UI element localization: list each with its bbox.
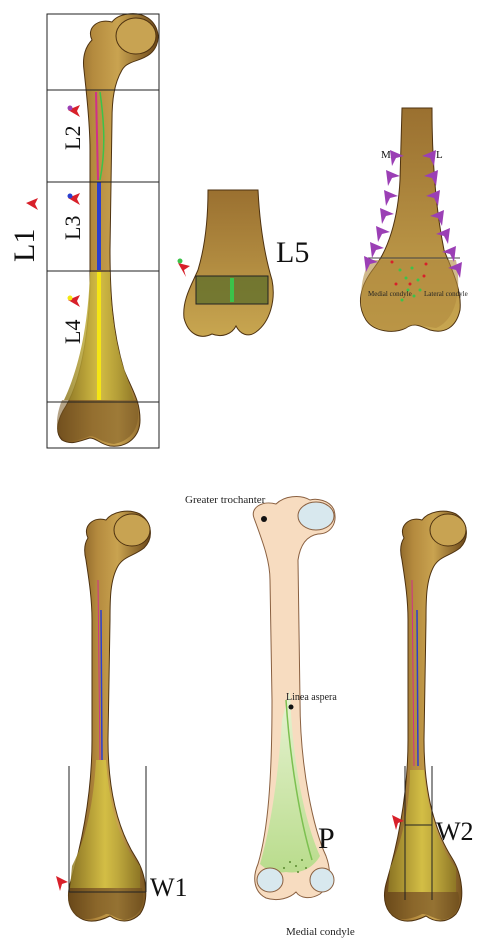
panel-femur-w1: W1: [56, 511, 188, 921]
purple-arrow-icon: [386, 170, 400, 186]
label-medial-condyle: Medial condyle: [286, 926, 355, 938]
label-l5: L5: [276, 236, 309, 269]
condyles-a: [57, 400, 138, 444]
red-arrow-icon: [178, 263, 190, 277]
femoral-head-w1: [114, 514, 150, 546]
yellow-region-w1: [70, 760, 140, 888]
label-lateral-marker: L: [436, 149, 443, 161]
diagram-lateral-condyle-surface: [310, 868, 334, 892]
red-arrow-icon: [26, 198, 38, 210]
panel-femur-w2: W2: [384, 511, 473, 921]
panel-distal-femur-arrows: Medial condyle Lateral condyle M L: [360, 108, 467, 331]
diagram-green-region: [260, 690, 320, 873]
greater-trochanter-dot: [261, 516, 267, 522]
label-w2: W2: [436, 817, 474, 846]
diagram-femoral-head: [298, 502, 334, 530]
blue-line-w1: [101, 610, 102, 760]
panel-distal-femur-l5: L5: [178, 190, 310, 336]
distal-femur-bone: [184, 190, 273, 336]
femoral-head-a: [116, 18, 156, 54]
label-w1: W1: [150, 873, 188, 902]
label-l3: L3: [60, 216, 85, 240]
purple-dot-icon: [68, 106, 73, 111]
label-linea-aspera: Linea aspera: [286, 692, 337, 703]
purple-arrow-icon: [380, 208, 394, 224]
green-dot-icon: [178, 259, 183, 264]
purple-arrow-icon: [376, 226, 390, 242]
label-l2: L2: [60, 126, 85, 150]
label-medial-condyle-small: Medial condyle: [368, 290, 412, 298]
femoral-head-w2: [430, 514, 466, 546]
label-medial-marker: M: [381, 149, 391, 161]
red-arrow-icon: [56, 876, 68, 891]
blue-dot-icon: [68, 194, 73, 199]
yellow-dot-icon: [68, 296, 73, 301]
panel-femur-l-segments: L1 L2 L3 L4: [8, 14, 159, 448]
label-p: P: [318, 822, 335, 855]
blue-line-w2: [417, 610, 418, 766]
label-l1: L1: [8, 229, 41, 262]
diagram-medial-condyle-surface: [257, 868, 283, 892]
label-lateral-condyle-small: Lateral condyle: [424, 290, 468, 298]
linea-aspera-dot: [289, 705, 294, 710]
label-greater-trochanter: Greater trochanter: [185, 494, 266, 506]
purple-arrow-icon: [384, 190, 398, 206]
label-l4: L4: [60, 320, 85, 344]
panel-femur-diagram: Greater trochanter Linea aspera P Medial…: [185, 494, 355, 938]
